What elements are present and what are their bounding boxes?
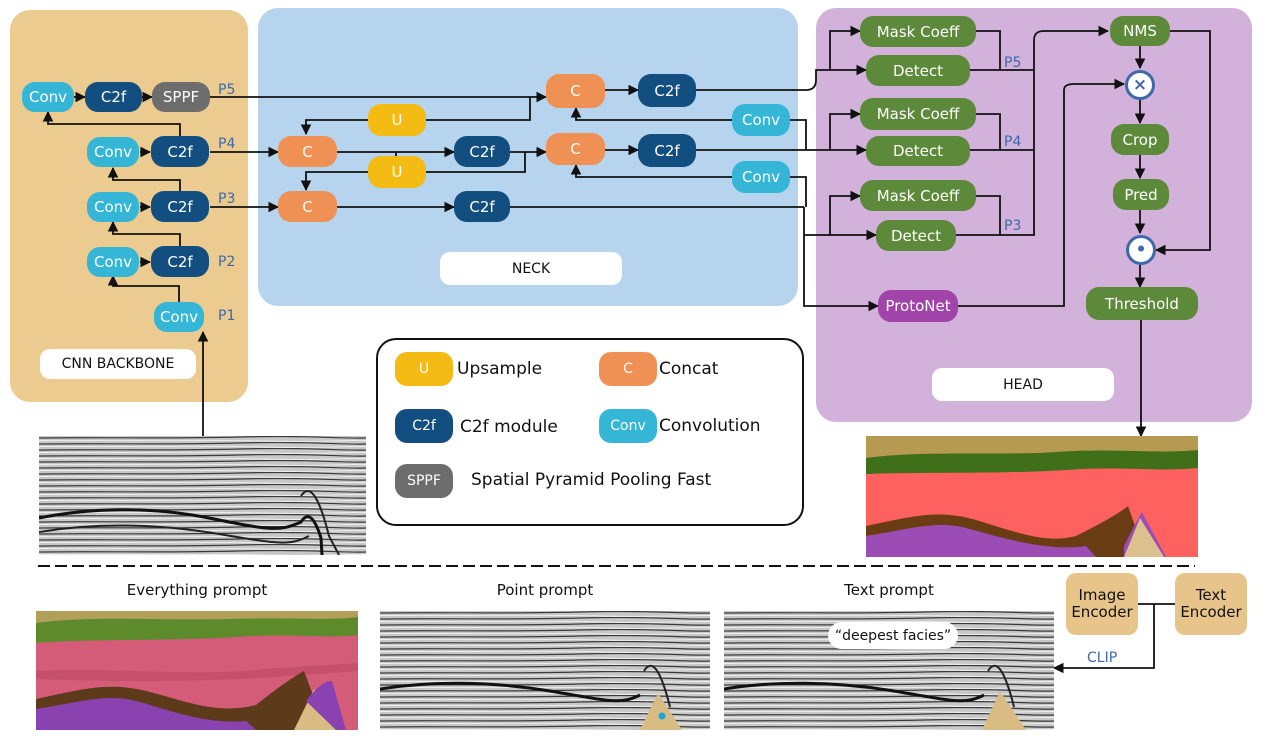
neck-concat-p5: C — [546, 74, 605, 108]
input-seismic-image — [39, 436, 366, 555]
backbone-conv-p2: Conv — [87, 247, 139, 277]
dot-op-icon: • — [1126, 235, 1156, 265]
neck-concat-p4-out: C — [546, 133, 605, 165]
backbone-c2f-p4: C2f — [151, 136, 209, 167]
head-pred: Pred — [1113, 179, 1169, 210]
legend-upsample-text: Upsample — [457, 359, 543, 379]
legend-sppf-text: Spatial Pyramid Pooling Fast — [471, 470, 712, 490]
head-detect-p4: Detect — [866, 136, 970, 166]
head-mask-coeff-p4: Mask Coeff — [860, 98, 976, 130]
neck-concat-p3-in: C — [278, 191, 337, 222]
backbone-level-p4: P4 — [218, 136, 236, 152]
neck-upsample-1: U — [368, 104, 426, 136]
head-threshold: Threshold — [1086, 287, 1198, 320]
neck-c2f-p4-out: C2f — [638, 134, 696, 167]
backbone-conv-p4: Conv — [87, 137, 139, 167]
legend-concat-swatch: C — [599, 352, 657, 386]
text-query-bubble: “deepest facies” — [828, 622, 958, 649]
multiply-op-icon: × — [1125, 70, 1155, 100]
legend-conv-text: Convolution — [659, 416, 761, 436]
legend-concat-text: Concat — [659, 359, 719, 379]
neck-conv-2: Conv — [732, 161, 790, 193]
head-protonet: ProtoNet — [878, 290, 958, 322]
point-prompt-image — [380, 611, 710, 730]
text-encoder: Text Encoder — [1175, 573, 1247, 635]
everything-prompt-image — [36, 611, 358, 730]
backbone-c2f-p2: C2f — [151, 246, 209, 277]
neck-c2f-p3-out: C2f — [454, 191, 510, 222]
backbone-level-p1: P1 — [218, 308, 236, 324]
neck-label: NECK — [440, 252, 622, 285]
head-level-p4: P4 — [1004, 134, 1022, 150]
head-crop: Crop — [1111, 124, 1169, 155]
image-encoder: Image Encoder — [1066, 573, 1138, 635]
caption-text-prompt: Text prompt — [844, 581, 934, 599]
backbone-level-p2: P2 — [218, 254, 236, 270]
head-level-p3: P3 — [1004, 218, 1022, 234]
neck-c2f-p5-out: C2f — [638, 74, 696, 107]
backbone-c2f-p3: C2f — [151, 191, 209, 222]
output-segmentation — [866, 436, 1198, 557]
backbone-label: CNN BACKBONE — [40, 349, 196, 379]
head-detect-p3: Detect — [876, 220, 956, 251]
clip-label: CLIP — [1087, 650, 1118, 666]
neck-upsample-2: U — [368, 156, 426, 188]
caption-point-prompt: Point prompt — [496, 581, 594, 599]
legend-conv-swatch: Conv — [599, 409, 657, 443]
legend-sppf-swatch: SPPF — [395, 464, 453, 498]
legend-c2f-text: C2f module — [460, 417, 558, 437]
backbone-conv-p3: Conv — [87, 192, 139, 222]
backbone-c2f-p5: C2f — [85, 82, 142, 112]
backbone-level-p3: P3 — [218, 191, 236, 207]
legend: U Upsample C Concat C2f C2f module Conv … — [376, 338, 804, 526]
caption-everything-prompt: Everything prompt — [126, 581, 268, 599]
head-mask-coeff-p5: Mask Coeff — [860, 16, 976, 47]
head-level-p5: P5 — [1004, 55, 1022, 71]
backbone-conv-p1: Conv — [154, 302, 204, 332]
legend-upsample-swatch: U — [395, 352, 453, 386]
head-nms: NMS — [1110, 16, 1170, 46]
head-label: HEAD — [932, 368, 1114, 401]
backbone-conv-p5: Conv — [22, 82, 74, 112]
text-prompt-image: “deepest facies” — [724, 611, 1054, 730]
neck-conv-1: Conv — [732, 104, 790, 136]
head-mask-coeff-p3: Mask Coeff — [860, 180, 976, 211]
neck-concat-p4-in: C — [278, 136, 337, 167]
head-detect-p5: Detect — [866, 55, 970, 86]
legend-c2f-swatch: C2f — [395, 409, 453, 443]
backbone-sppf: SPPF — [152, 82, 210, 112]
neck-c2f-p4-in: C2f — [454, 136, 510, 167]
backbone-level-p5: P5 — [218, 82, 236, 98]
